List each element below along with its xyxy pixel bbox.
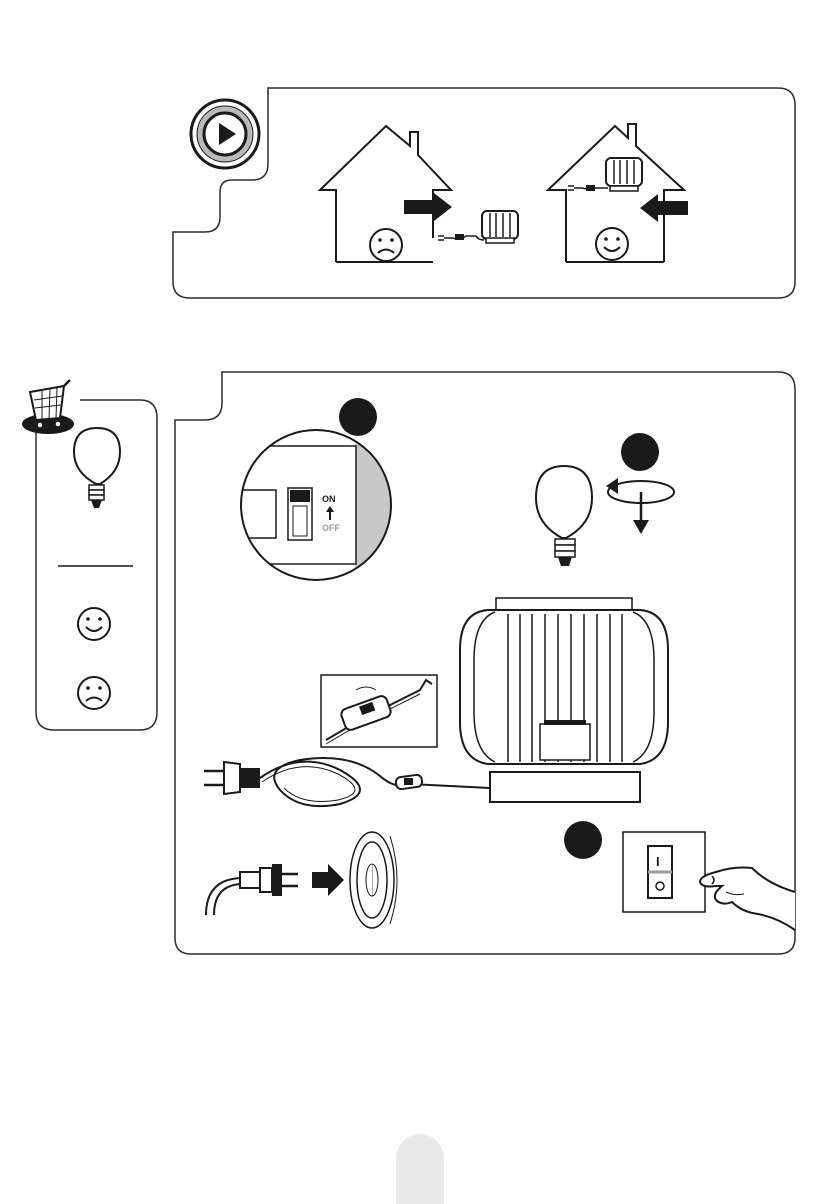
switch-off-label: OFF [322,523,340,533]
plug-icon [204,762,260,794]
step-badge-2 [621,433,659,471]
wall-switch [623,832,705,912]
page-number-tab [396,1134,444,1204]
hand-icon [700,868,795,931]
arrow-out-icon [404,193,452,221]
house-icon [320,126,451,262]
rotate-arrow-icon [606,478,674,534]
wall-switch-on-symbol: I [656,854,660,869]
light-bulb-icon [536,466,592,566]
shopping-cart-icon [22,380,74,434]
house-icon [548,124,684,262]
play-icon [191,100,259,168]
sad-face-icon [78,677,110,709]
lamp-icon [460,598,668,802]
power-cord [260,758,490,806]
sad-face-icon [370,229,402,261]
socket-icon [350,832,397,928]
indoor-use-panel [173,88,795,298]
light-bulb-icon [74,428,120,508]
plug-icon [206,864,298,915]
step-badge-3 [564,821,602,859]
happy-face-icon [78,608,110,640]
cord-switch-detail [321,675,437,747]
lamp-icon [482,211,518,243]
lamp-icon [606,158,642,191]
plug-icon [438,234,484,240]
switch-on-label: ON [322,494,336,504]
step-badge-1 [339,398,377,436]
happy-face-icon [596,228,628,260]
plug-icon [568,185,608,191]
arrow-right-icon [312,864,344,896]
switch-detail-callout [230,430,410,590]
